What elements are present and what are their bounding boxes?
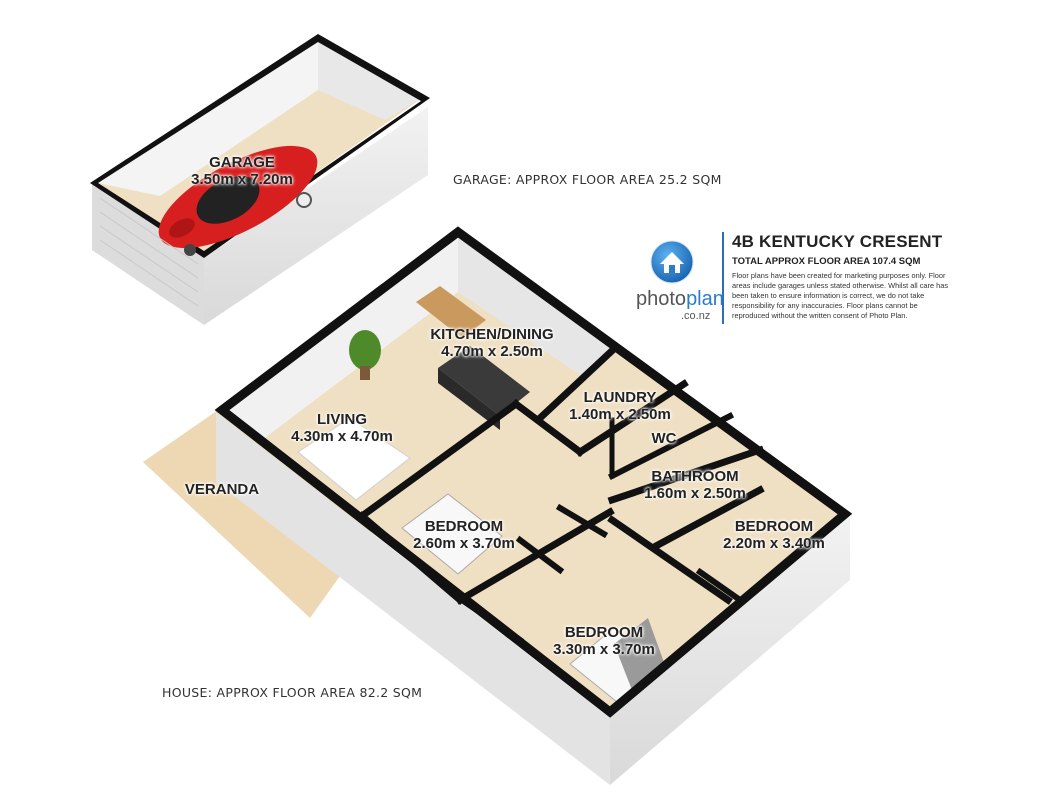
living-dims: 4.30m x 4.70m: [291, 428, 393, 445]
dining-table: [416, 286, 486, 338]
garage-inner-wall-right: [318, 40, 422, 120]
bedroom3-label: BEDROOM 3.30m x 3.70m: [553, 624, 655, 658]
garage-inner-wall-back: [98, 40, 318, 196]
logo-accent: plan: [686, 288, 724, 310]
logo-main: photo: [636, 288, 687, 310]
laundry-label: LAUNDRY 1.40m x 2.50m: [569, 389, 671, 423]
kitchen-bench-side: [438, 368, 500, 430]
wc-name: WC: [651, 430, 677, 447]
kitchen-dims: 4.70m x 2.50m: [441, 343, 543, 360]
house-inner-wall-right: [458, 232, 615, 375]
house-block: [214, 226, 853, 785]
veranda-name: VERANDA: [184, 481, 260, 498]
house-area-note: HOUSE: APPROX FLOOR AREA 82.2 SQM: [162, 685, 423, 700]
house-inner-wall-back: [222, 232, 458, 440]
living-name: LIVING: [316, 411, 367, 428]
garage-name: GARAGE: [209, 154, 275, 171]
logo-domain: .co.nz: [681, 310, 711, 322]
brand-divider: [722, 232, 724, 324]
bed-1: [401, 493, 503, 575]
garage-wall-front: [204, 107, 428, 325]
garage-area-note: GARAGE: APPROX FLOOR AREA 25.2 SQM: [453, 172, 722, 187]
photoplan-logo-icon: [650, 240, 694, 284]
plant: [349, 330, 381, 380]
bedroom2-label: BEDROOM 2.20m x 3.40m: [723, 518, 825, 552]
garage-dims: 3.50m x 7.20m: [191, 171, 293, 188]
house-wall-left: [216, 412, 610, 785]
laundry-name: LAUNDRY: [583, 389, 657, 406]
bathroom-name: BATHROOM: [651, 468, 739, 485]
property-address: 4B KENTUCKY CRESENT: [732, 232, 943, 251]
kitchen-name: KITCHEN/DINING: [430, 326, 554, 343]
total-floor-area: TOTAL APPROX FLOOR AREA 107.4 SQM: [732, 256, 921, 267]
bedroom3-name: BEDROOM: [564, 624, 644, 641]
photoplan-logo-text: photoplan: [636, 288, 724, 311]
disclaimer: Floor plans have been created for market…: [732, 271, 949, 320]
bedroom1-label: BEDROOM 2.60m x 3.70m: [413, 518, 515, 552]
bedroom1-name: BEDROOM: [424, 518, 504, 535]
bedroom3-dims: 3.30m x 3.70m: [553, 641, 655, 658]
kitchen-bench: [438, 346, 530, 416]
house-walls: [214, 226, 853, 718]
bedroom1-dims: 2.60m x 3.70m: [413, 535, 515, 552]
veranda-label: VERANDA: [185, 481, 259, 498]
bedroom2-name: BEDROOM: [734, 518, 814, 535]
garage-block: [90, 34, 430, 325]
car: [158, 145, 318, 256]
wc-label: WC: [652, 430, 677, 447]
kitchen-label: KITCHEN/DINING 4.70m x 2.50m: [430, 326, 553, 360]
garage-wall-left: [92, 183, 204, 325]
brand-panel: photoplan .co.nz 4B KENTUCKY CRESENT TOT…: [636, 232, 956, 342]
living-rug: [297, 417, 411, 501]
bedroom2-dims: 2.20m x 3.40m: [723, 535, 825, 552]
bathroom-dims: 1.60m x 2.50m: [644, 485, 746, 502]
living-label: LIVING 4.30m x 4.70m: [291, 411, 393, 445]
garage-label: GARAGE 3.50m x 7.20m: [191, 154, 293, 188]
laundry-dims: 1.40m x 2.50m: [569, 406, 671, 423]
garage-door: [99, 197, 199, 307]
bathroom-label: BATHROOM 1.60m x 2.50m: [644, 468, 746, 502]
house-wall-right: [610, 516, 850, 785]
